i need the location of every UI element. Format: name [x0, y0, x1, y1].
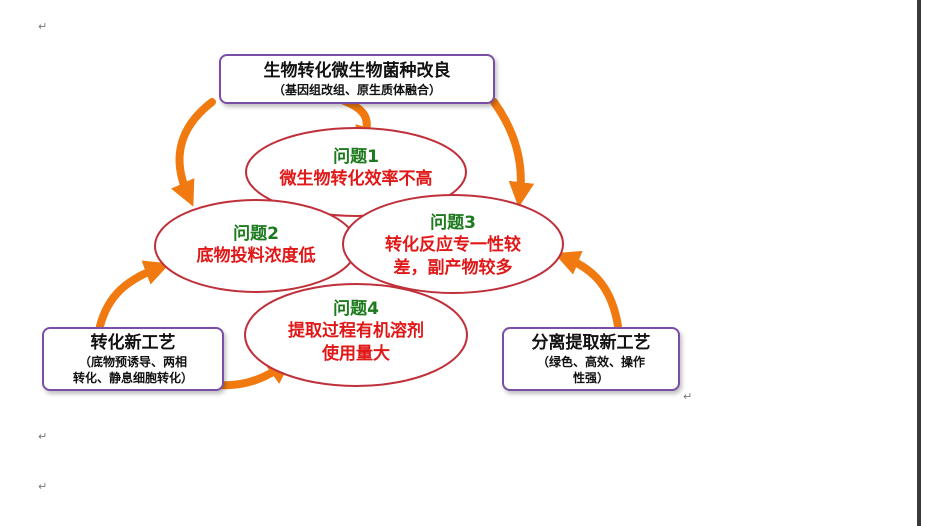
problem1-title: 问题1: [333, 147, 379, 167]
oval-problem1: [245, 127, 467, 217]
left-box-subtitle-line2: 转化、静息细胞转化）: [72, 371, 193, 385]
problem1-label: 问题1 微生物转化效率不高: [250, 146, 462, 191]
top-box-title: 生物转化微生物菌种改良: [263, 61, 451, 81]
top-box: 生物转化微生物菌种改良 （基因组改组、原生质体融合）: [219, 54, 495, 104]
arrow-top-to-problem2: [171, 98, 216, 207]
problem3-desc-line2: 差，副产物较多: [393, 258, 513, 278]
problem3-desc-line1: 转化反应专一性较: [385, 235, 521, 255]
right-box-subtitle-line1: （绿色、高效、操作: [536, 355, 645, 369]
paragraph-mark: ↵: [38, 20, 48, 33]
paragraph-mark: ↵: [38, 430, 48, 443]
left-box-title: 转化新工艺: [90, 333, 176, 353]
problem2-label: 问题2 底物投料浓度低: [166, 223, 346, 268]
left-box-subtitle-line1: （底物预诱导、两相: [78, 355, 187, 369]
problem4-desc-line1: 提取过程有机溶剂: [288, 321, 424, 341]
problem2-desc: 底物投料浓度低: [196, 246, 316, 266]
arrow-left-to-problem2: [96, 260, 170, 330]
top-box-subtitle: （基因组改组、原生质体融合）: [272, 83, 441, 97]
problem1-desc: 微生物转化效率不高: [279, 169, 433, 189]
paragraph-mark: ↵: [38, 480, 48, 493]
problem4-desc-line2: 使用量大: [322, 344, 390, 364]
oval-problem4: [244, 283, 468, 387]
problem4-title: 问题4: [333, 299, 379, 319]
arrow-right-to-problem3: [554, 250, 622, 330]
right-box-subtitle-line2: 性强）: [572, 371, 609, 385]
paragraph-mark: ↵: [683, 390, 693, 403]
problem3-label: 问题3 转化反应专一性较 差，副产物较多: [350, 212, 556, 280]
problem4-label: 问题4 提取过程有机溶剂 使用量大: [256, 298, 456, 366]
arrow-top-to-problem3: [490, 98, 535, 208]
right-box-title: 分离提取新工艺: [531, 333, 651, 353]
page-edge-rule: [917, 0, 921, 526]
right-box: 分离提取新工艺 （绿色、高效、操作 性强）: [502, 327, 680, 391]
problem3-title: 问题3: [430, 213, 476, 233]
problem2-title: 问题2: [233, 224, 279, 244]
oval-problem3: [342, 194, 564, 294]
left-box: 转化新工艺 （底物预诱导、两相 转化、静息细胞转化）: [42, 327, 224, 391]
